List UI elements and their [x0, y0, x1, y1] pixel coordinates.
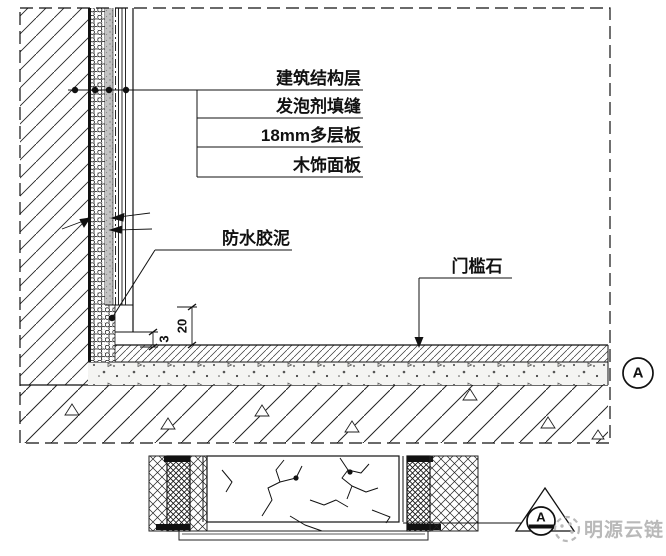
leader-dot-veneer — [122, 86, 130, 94]
structural-slab — [20, 384, 608, 443]
callout-wood-veneer: 木饰面板 — [292, 155, 362, 175]
section-cut-letter: A — [536, 510, 546, 525]
leader-dot-plywood — [105, 86, 113, 94]
layer-callouts: 建筑结构层 发泡剂填缝 18mm多层板 木饰面板 — [68, 68, 363, 178]
waterproof-callout: 防水胶泥 — [108, 228, 292, 322]
detail-boundary — [19, 7, 611, 444]
detail-bubble-letter: A — [633, 365, 644, 382]
plan-view — [148, 455, 527, 541]
watermark: 明源云链 — [553, 515, 664, 543]
plan-stone-nosing — [178, 530, 429, 541]
plywood-layer — [105, 8, 114, 305]
callout-foam-joint: 发泡剂填缝 — [275, 96, 361, 116]
dim-3-value: 3 — [157, 335, 172, 342]
callout-plywood: 18mm多层板 — [261, 125, 362, 145]
plan-right-wall — [429, 455, 479, 532]
dimension-20: 20 — [175, 303, 197, 349]
plan-threshold-stone — [206, 455, 400, 532]
threshold-callout: 门槛石 — [414, 256, 512, 348]
wood-veneer-layer — [118, 8, 126, 305]
marble-veins — [221, 457, 391, 532]
layer-pointer-arrows — [61, 212, 153, 234]
wall-structure-hatch — [20, 8, 88, 385]
leader-dot-foam — [91, 86, 99, 94]
watermark-logo — [553, 515, 581, 543]
callout-waterproof: 防水胶泥 — [222, 228, 290, 248]
panel-face-outline — [105, 8, 158, 333]
wall-face-line — [88, 8, 91, 362]
detail-bubble-a: A — [622, 357, 654, 389]
callout-threshold: 门槛石 — [452, 256, 503, 276]
threshold-stone-layer — [115, 344, 608, 362]
callout-structure-layer: 建筑结构层 — [276, 68, 361, 88]
dim-20-value: 20 — [175, 319, 190, 333]
dimension-3: 3 — [140, 328, 172, 351]
leader-dot-structure — [71, 86, 79, 94]
watermark-text: 明源云链 — [584, 518, 664, 541]
section-cut-marker: A — [514, 486, 576, 536]
aggregate-triangles — [64, 388, 605, 440]
